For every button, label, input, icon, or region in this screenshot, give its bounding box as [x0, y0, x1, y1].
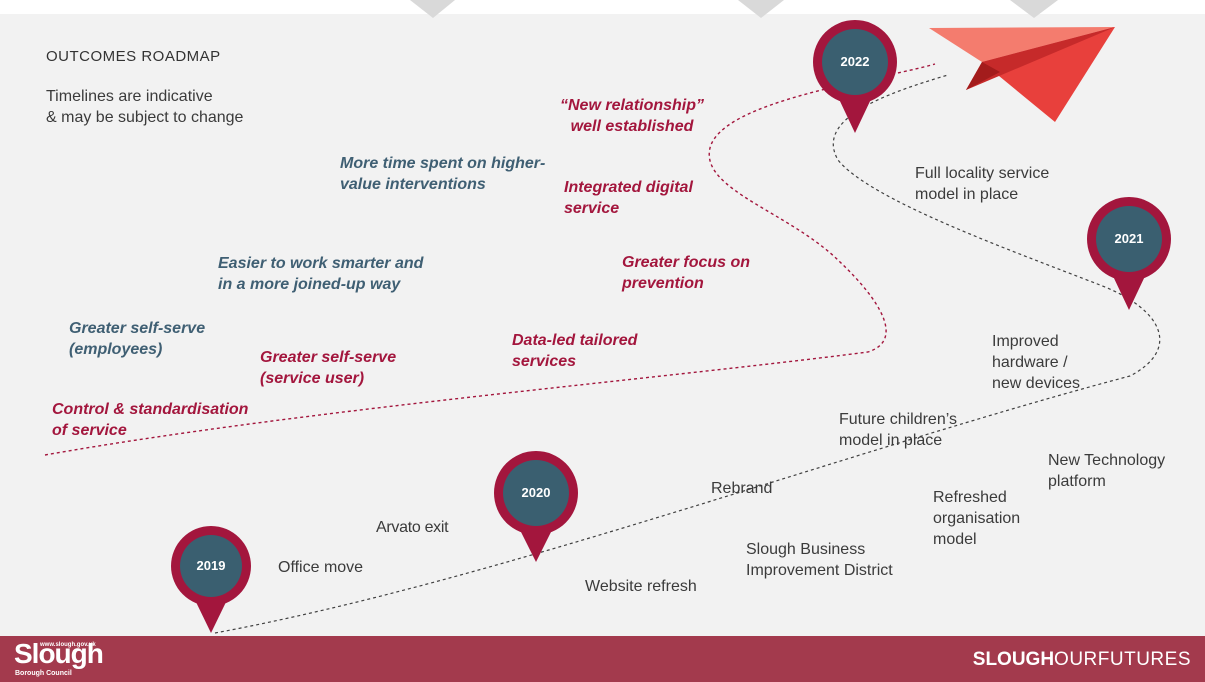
outcome-data-led: Data-led tailored services [512, 332, 638, 370]
logo-council: Borough Council [15, 670, 72, 677]
milestone-improved-hardware: Improved hardware / new devices [992, 333, 1081, 392]
outcome-more-time: More time spent on higher- value interve… [340, 155, 546, 193]
brand-bold: SLOUGH [972, 649, 1055, 670]
logo-url: www.slough.gov.uk [40, 642, 96, 648]
brand-wordmark: SLOUGHOURFUTURES [973, 649, 1191, 671]
milestone-slough-bid: Slough Business Improvement District [746, 541, 893, 579]
top-band [0, 0, 1205, 14]
outcome-self-serve-employees: Greater self-serve (employees) [69, 320, 206, 358]
milestone-full-locality: Full locality service model in place [915, 165, 1050, 203]
map-pin-icon [171, 526, 251, 633]
milestone-refreshed-org: Refreshed organisation model [933, 489, 1021, 548]
milestones-path [214, 74, 1161, 634]
footer-bar: www.slough.gov.uk Slough Borough Council… [0, 636, 1205, 682]
map-pin-icon [494, 451, 578, 562]
paper-plane-icon [929, 27, 1115, 122]
pin-2021-label: 2021 [1114, 231, 1144, 246]
milestone-office-move: Office move [278, 559, 364, 576]
pin-2019-label: 2019 [196, 558, 226, 573]
milestone-website-refresh: Website refresh [585, 578, 697, 595]
logo-name: Slough [14, 638, 104, 669]
pin-2022-label: 2022 [840, 54, 870, 69]
milestone-future-childrens: Future children’s model in place [839, 411, 957, 449]
milestone-arvato-exit: Arvato exit [376, 519, 449, 536]
map-pin-icon [1087, 197, 1171, 310]
page-title: OUTCOMES ROADMAP [46, 48, 221, 65]
outcomes-path [44, 63, 936, 456]
outcome-new-relationship: “New relationship” well established [560, 97, 705, 135]
outcome-control: Control & standardisation of service [52, 401, 249, 439]
milestone-rebrand: Rebrand [711, 480, 773, 497]
outcome-prevention: Greater focus on prevention [622, 254, 751, 292]
outcome-easier-work: Easier to work smarter and in a more joi… [218, 255, 424, 293]
top-decor-right [1010, 0, 1058, 18]
outcome-self-serve-users: Greater self-serve (service user) [260, 349, 397, 387]
pin-2020-label: 2020 [521, 485, 551, 500]
brand-light: OURFUTURES [1054, 649, 1191, 670]
top-decor-mid [738, 0, 784, 18]
outcome-integrated-digital: Integrated digital service [564, 179, 693, 217]
timeline-note: Timelines are indicative & may be subjec… [46, 88, 244, 126]
map-pin-icon [813, 20, 897, 133]
top-decor-left [410, 0, 455, 18]
milestone-new-tech: New Technology platform [1048, 452, 1166, 490]
